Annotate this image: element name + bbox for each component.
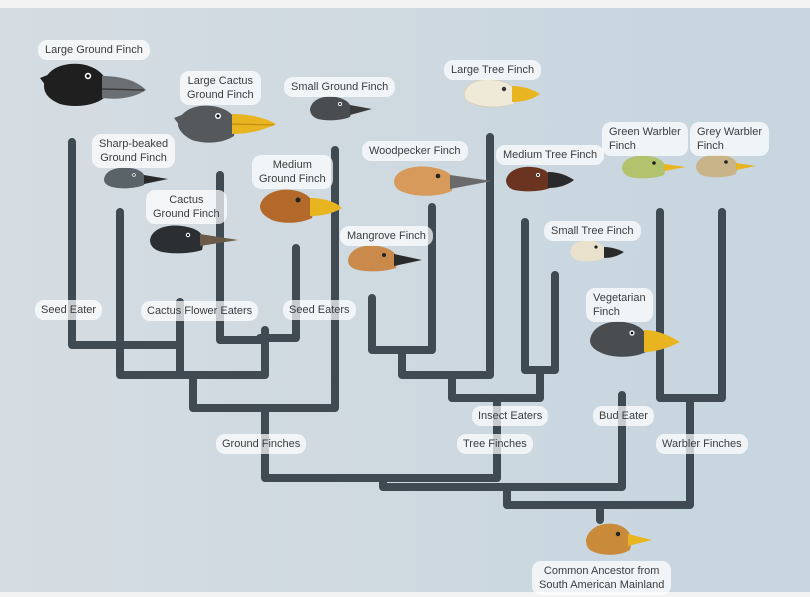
grey-warbler-finch-icon bbox=[696, 154, 756, 178]
vegetarian-finch-icon bbox=[590, 321, 680, 357]
label-medium-tree-finch: Medium Tree Finch bbox=[496, 145, 605, 165]
label-small-ground-finch: Small Ground Finch bbox=[284, 77, 396, 97]
sharp-beaked-ground-finch-icon bbox=[104, 167, 168, 189]
top-border bbox=[0, 0, 810, 8]
group-cactus-flower-eaters: Cactus Flower Eaters bbox=[141, 301, 259, 321]
medium-tree-finch-icon bbox=[506, 166, 574, 192]
green-warbler-finch-icon bbox=[622, 155, 686, 179]
label-large-tree-finch: Large Tree Finch bbox=[444, 60, 542, 80]
group-warbler-finches: Warbler Finches bbox=[656, 434, 748, 454]
bottom-border bbox=[0, 592, 810, 597]
large-cactus-ground-finch-icon bbox=[174, 105, 276, 143]
diagram-background bbox=[0, 8, 810, 592]
label-small-tree-finch: Small Tree Finch bbox=[544, 221, 641, 241]
branch-woodpecker bbox=[398, 133, 494, 379]
group-ground-finches: Ground Finches bbox=[216, 434, 307, 454]
small-ground-finch-icon bbox=[310, 96, 372, 121]
woodpecker-finch-icon bbox=[394, 166, 492, 196]
label-medium-ground-finch: Medium Ground Finch bbox=[252, 155, 333, 189]
large-ground-finch-icon bbox=[40, 63, 146, 106]
label-sharp-beaked-ground-finch: Sharp-beaked Ground Finch bbox=[92, 134, 176, 168]
label-common-ancestor: Common Ancestor from South American Main… bbox=[532, 561, 672, 595]
common-ancestor-finch-icon bbox=[586, 523, 652, 555]
branch-ground-root bbox=[261, 404, 501, 482]
cactus-ground-finch-icon bbox=[150, 225, 238, 254]
label-woodpecker-finch: Woodpecker Finch bbox=[362, 141, 468, 161]
label-vegetarian-finch: Vegetarian Finch bbox=[586, 288, 653, 322]
label-cactus-ground-finch: Cactus Ground Finch bbox=[146, 190, 227, 224]
group-insect-eaters: Insect Eaters bbox=[472, 406, 549, 426]
branch-large-ground-finch bbox=[68, 138, 184, 349]
large-tree-finch-icon bbox=[463, 79, 540, 108]
branch-small-ground bbox=[256, 244, 300, 342]
label-grey-warbler-finch: Grey Warbler Finch bbox=[690, 122, 769, 156]
label-large-cactus-ground-finch: Large Cactus Ground Finch bbox=[180, 71, 261, 105]
group-tree-finches: Tree Finches bbox=[457, 434, 533, 454]
small-tree-finch-icon bbox=[570, 240, 624, 262]
mangrove-finch-icon bbox=[348, 245, 422, 272]
medium-ground-finch-icon bbox=[260, 189, 342, 223]
group-seed-eaters: Seed Eaters bbox=[283, 300, 356, 320]
group-seed-eater: Seed Eater bbox=[35, 300, 103, 320]
branch-medium-tree bbox=[521, 218, 559, 374]
group-bud-eater: Bud Eater bbox=[593, 406, 654, 426]
label-large-ground-finch: Large Ground Finch bbox=[38, 40, 150, 60]
label-green-warbler-finch: Green Warbler Finch bbox=[602, 122, 688, 156]
label-mangrove-finch: Mangrove Finch bbox=[340, 226, 433, 246]
branch-cactus-finch bbox=[216, 171, 269, 344]
branch-green-warbler bbox=[656, 208, 726, 402]
branch-vegetarian bbox=[379, 391, 626, 491]
